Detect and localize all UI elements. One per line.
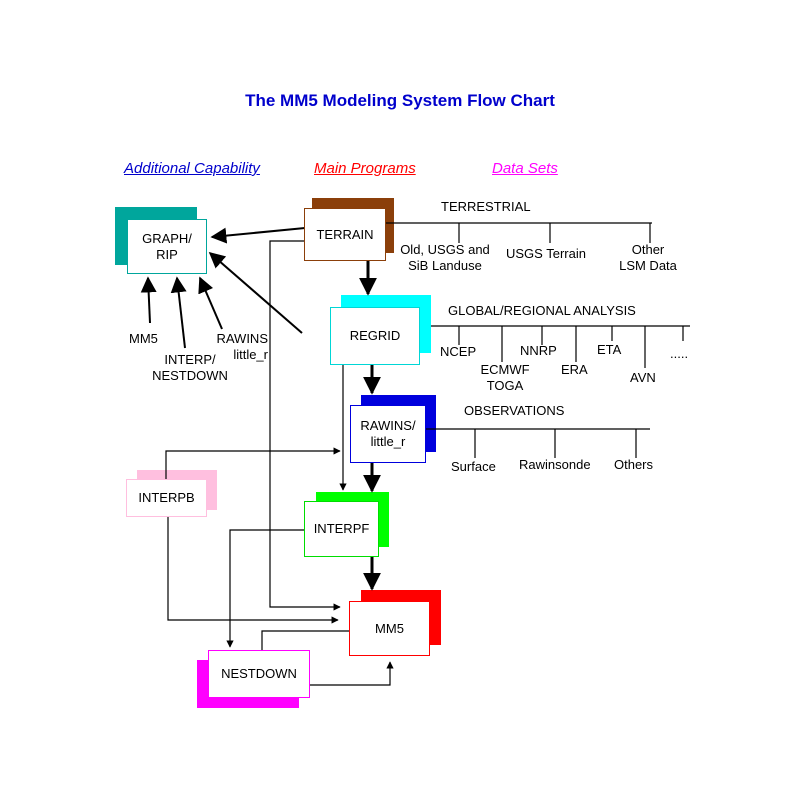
ecmwf-label: ECMWF TOGA [470, 362, 540, 394]
ncep-label: NCEP [440, 344, 477, 359]
graph-rip-label-line2: RIP [156, 246, 178, 262]
interpb-label: INTERPB [138, 490, 195, 505]
nestdown-label: NESTDOWN [221, 666, 297, 681]
graph-input-interp-line1: INTERP/ [164, 352, 216, 367]
other-lsm-label: Other LSM Data [608, 242, 688, 274]
other-lsm-line2: LSM Data [619, 258, 677, 273]
nestdown-box: NESTDOWN [208, 650, 310, 698]
analysis-header: GLOBAL/REGIONAL ANALYSIS [448, 303, 636, 318]
old-usgs-line1: Old, USGS and [400, 242, 490, 257]
eta-label: ETA [597, 342, 622, 357]
graph-input-interp-label: INTERP/ NESTDOWN [143, 352, 237, 384]
usgs-terrain-label: USGS Terrain [506, 246, 586, 261]
terrain-label: TERRAIN [316, 226, 374, 242]
observations-header: OBSERVATIONS [464, 403, 565, 418]
graph-input-mm5-label: MM5 [129, 331, 158, 346]
avn-label: AVN [630, 370, 656, 385]
terrain-box: TERRAIN [304, 208, 386, 261]
rawins-box: RAWINS/little_r [350, 405, 426, 463]
interpb-box: INTERPB [126, 479, 207, 517]
chart-title: The MM5 Modeling System Flow Chart [245, 91, 555, 110]
legend-additional-capability: Additional Capability [124, 160, 260, 177]
graph-input-interp-line2: NESTDOWN [152, 368, 228, 383]
mm5-label: MM5 [375, 620, 404, 636]
graph-input-rawins-line1: RAWINS [216, 331, 268, 346]
graph-rip-label-line1: GRAPH/ [142, 230, 192, 246]
graph-rip-box: GRAPH/RIP [127, 219, 207, 274]
nnrp-label: NNRP [520, 343, 557, 358]
other-lsm-line1: Other [631, 242, 665, 257]
more-analysis-label: ..... [670, 346, 689, 361]
rawins-label-line1: RAWINS/ [360, 418, 416, 433]
legend-data-sets: Data Sets [492, 160, 558, 177]
ecmwf-line2: TOGA [486, 378, 524, 393]
interpf-box: INTERPF [304, 501, 379, 557]
mm5-box: MM5 [349, 601, 430, 656]
terrestrial-header: TERRESTRIAL [441, 199, 531, 214]
old-usgs-line2: SiB Landuse [408, 258, 482, 273]
old-usgs-label: Old, USGS and SiB Landuse [394, 242, 496, 274]
graph-input-rawins-line2: little_r [233, 347, 268, 362]
era-label: ERA [561, 362, 588, 377]
graph-input-rawins-label: RAWINS little_r [206, 331, 268, 363]
ecmwf-line1: ECMWF [480, 362, 530, 377]
legend-main-programs: Main Programs [314, 160, 416, 177]
regrid-box: REGRID [330, 307, 420, 365]
others-label: Others [614, 457, 654, 472]
regrid-label: REGRID [349, 328, 401, 343]
interpf-label: INTERPF [313, 521, 370, 536]
surface-label: Surface [451, 459, 496, 474]
rawinsonde-label: Rawinsonde [519, 457, 591, 472]
rawins-label-line2: little_r [370, 434, 406, 449]
